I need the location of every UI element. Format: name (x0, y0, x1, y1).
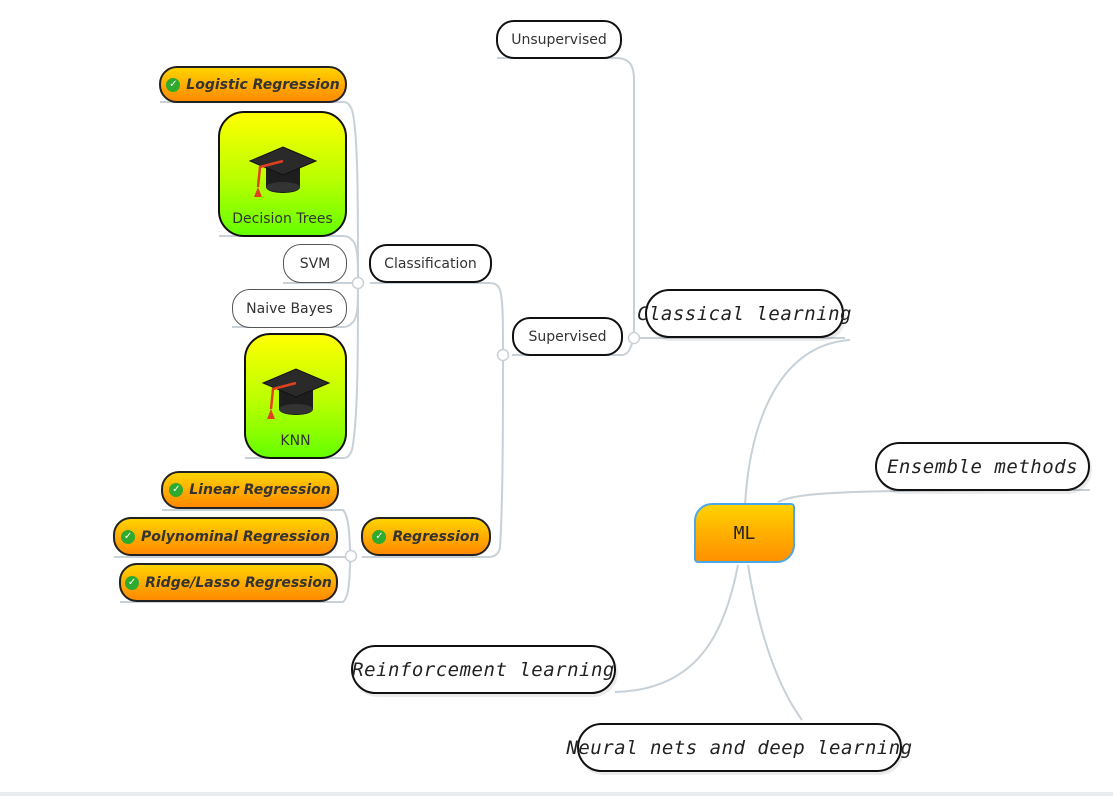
graduation-cap-icon (261, 368, 330, 419)
check-icon: ✓ (121, 529, 136, 544)
node-ridge-lasso-regression[interactable]: ✓ Ridge/Lasso Regression (119, 563, 338, 602)
node-unsupervised-label: Unsupervised (511, 31, 607, 48)
node-classification[interactable]: Classification (369, 244, 492, 283)
node-classical-learning-label: Classical learning (637, 302, 852, 325)
check-icon: ✓ (169, 483, 184, 497)
connector-root-ensemble (777, 489, 1091, 503)
connector-root-reinforcement (614, 564, 739, 693)
node-reinforcement-learning[interactable]: Reinforcement learning (351, 645, 616, 694)
graduation-cap-icon (248, 146, 317, 197)
connector-unsupervised (497, 57, 636, 338)
node-ensemble-methods-label: Ensemble methods (886, 455, 1079, 478)
junction-regression (344, 549, 358, 563)
node-classical-learning[interactable]: Classical learning (637, 289, 851, 338)
junction-supervised (496, 348, 510, 362)
node-unsupervised[interactable]: Unsupervised (496, 20, 622, 59)
node-naive-bayes[interactable]: Naive Bayes (232, 289, 347, 328)
connector-root-neural (747, 564, 803, 721)
node-knn-label: KNN (280, 433, 311, 449)
node-logistic-regression[interactable]: ✓ Logistic Regression (159, 66, 347, 103)
connector-classification (370, 282, 504, 356)
connector-root-classical (744, 339, 851, 506)
node-classification-label: Classification (384, 255, 477, 272)
node-neural-nets-label: Neural nets and deep learning (566, 736, 913, 759)
check-icon: ✓ (125, 575, 140, 590)
node-polynominal-regression-label: Polynominal Regression (141, 528, 330, 545)
node-decision-trees[interactable]: Decision Trees (218, 111, 347, 237)
node-linear-regression[interactable]: ✓ Linear Regression (161, 471, 339, 509)
check-icon: ✓ (372, 529, 387, 544)
node-ensemble-methods[interactable]: Ensemble methods (875, 442, 1090, 491)
node-reinforcement-learning-label: Reinforcement learning (352, 658, 615, 681)
node-decision-trees-label: Decision Trees (232, 211, 333, 227)
node-neural-nets[interactable]: Neural nets and deep learning (566, 723, 912, 772)
node-linear-regression-label: Linear Regression (189, 482, 331, 498)
node-root-ml[interactable]: ML (694, 503, 795, 563)
junction-classification (351, 276, 365, 290)
node-ridge-lasso-regression-label: Ridge/Lasso Regression (145, 574, 332, 591)
node-svm-label: SVM (299, 255, 331, 272)
junction-classical (627, 331, 641, 345)
bottom-scroll-bar (0, 792, 1113, 796)
node-logistic-regression-label: Logistic Regression (186, 76, 340, 93)
node-root-ml-label: ML (733, 522, 756, 544)
node-supervised[interactable]: Supervised (512, 317, 623, 356)
check-icon: ✓ (166, 77, 181, 92)
node-polynominal-regression[interactable]: ✓ Polynominal Regression (113, 517, 338, 556)
node-regression-label: Regression (392, 528, 480, 545)
node-regression[interactable]: ✓ Regression (361, 517, 491, 556)
node-naive-bayes-label: Naive Bayes (246, 300, 333, 317)
node-supervised-label: Supervised (528, 328, 607, 345)
node-svm[interactable]: SVM (283, 244, 347, 283)
node-knn[interactable]: KNN (244, 333, 347, 459)
